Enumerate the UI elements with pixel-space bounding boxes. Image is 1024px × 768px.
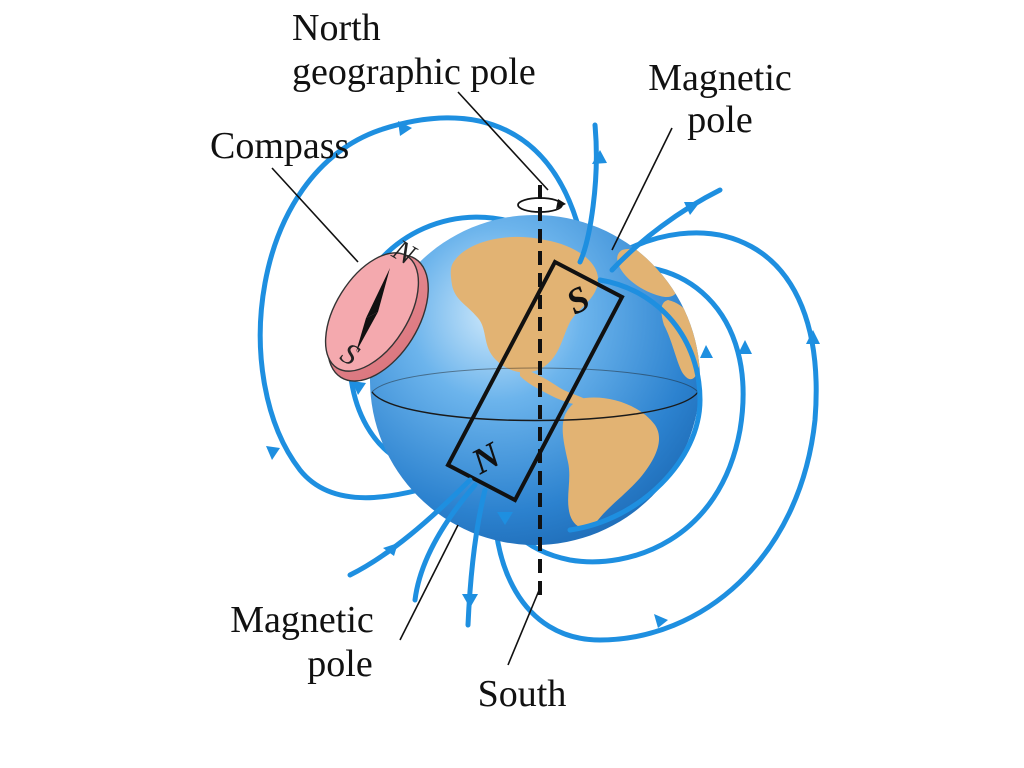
arrow-icon [700,345,713,358]
leader-magnetic-pole-bottom [399,524,459,641]
arrow-icon [654,614,668,628]
arrow-icon [398,121,412,136]
leader-north-geographic [457,91,549,191]
magnetic-pole-bottom-label-line2: pole [307,643,372,685]
arrow-icon [266,446,280,460]
magnetic-pole-top-label-line1: Magnetic [648,57,792,99]
arrow-icon [684,202,700,215]
rotation-axis [517,185,566,595]
equator-front [371,391,699,422]
leader-magnetic-pole-top [611,127,673,251]
compass: N S [324,233,429,382]
south-label: South [478,673,567,715]
leader-south [507,587,541,666]
field-arrows [266,121,820,628]
arrow-icon [352,381,366,395]
leader-lines [271,91,673,666]
magnetic-pole-bottom-label-line1: Magnetic [230,599,374,641]
compass-needle-south [356,312,378,352]
magnetic-pole-top-label-line2: pole [687,99,752,141]
arrow-icon [497,512,513,525]
north-geographic-label-line1: North [292,7,381,49]
equator-back [371,367,699,393]
north-geographic-label-line2: geographic pole [292,51,536,93]
compass-needle-north [366,268,390,318]
leader-compass [271,167,359,263]
arrow-icon [462,594,478,608]
continents [450,236,700,528]
earth-globe [370,215,700,545]
arrow-icon [592,150,607,164]
arrow-icon [806,330,820,344]
field-lines-front [347,122,723,628]
arrow-icon [383,543,398,556]
compass-label: Compass [210,125,349,167]
arrow-icon [738,340,752,354]
labels: North geographic pole Magnetic pole Comp… [210,7,792,715]
